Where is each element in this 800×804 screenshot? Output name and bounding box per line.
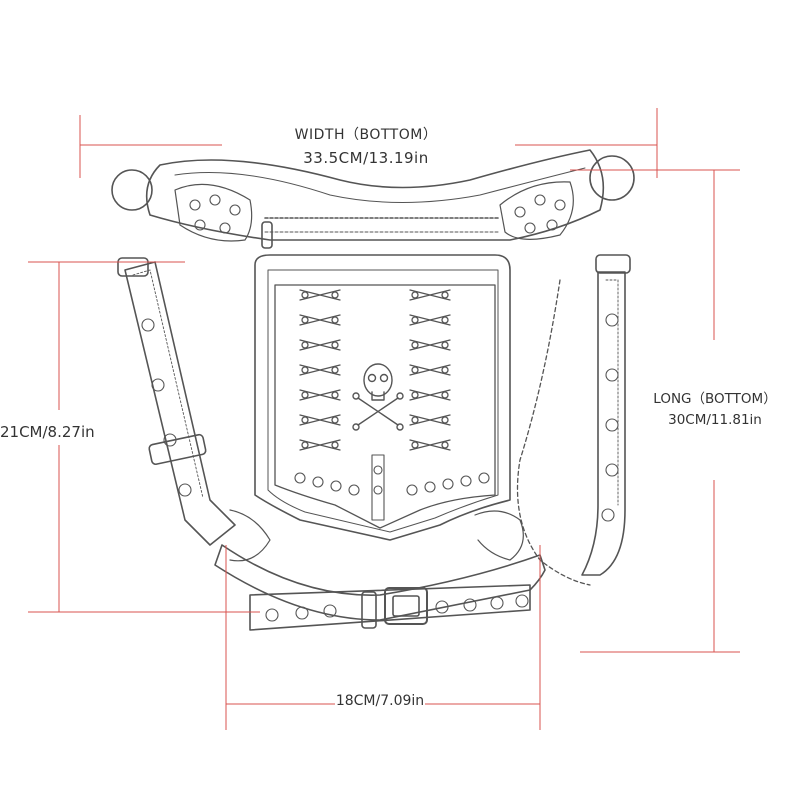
right-strap (581, 271, 626, 576)
front-pocket (254, 254, 511, 541)
long-bottom-title: LONG（BOTTOM） (653, 391, 777, 407)
lacing-right (409, 289, 451, 451)
right-ring (589, 155, 635, 201)
bag-top-panel (145, 149, 605, 241)
height-label: 21CM/8.27in (0, 423, 120, 441)
long-bottom-value: 30CM/11.81in (668, 412, 762, 428)
left-ring (111, 169, 153, 211)
belt-buckle (384, 587, 428, 625)
skull-crossbones-icon (352, 363, 404, 431)
height-value: 21CM/8.27in (0, 423, 95, 441)
chain (516, 279, 591, 586)
long-bottom-label: LONG（BOTTOM） 30CM/11.81in (640, 390, 790, 429)
pocket-flap (274, 284, 496, 529)
flap-rivets (294, 454, 490, 521)
bottom-width-value: 18CM/7.09in (335, 693, 425, 709)
bottom-width-label: 18CM/7.09in (300, 692, 460, 710)
width-bottom-label: WIDTH（BOTTOM） 33.5CM/13.19in (266, 126, 466, 167)
bottom-belt (214, 544, 546, 621)
width-bottom-title: WIDTH（BOTTOM） (294, 127, 438, 143)
width-bottom-value: 33.5CM/13.19in (303, 149, 429, 167)
lacing-left (299, 289, 341, 451)
